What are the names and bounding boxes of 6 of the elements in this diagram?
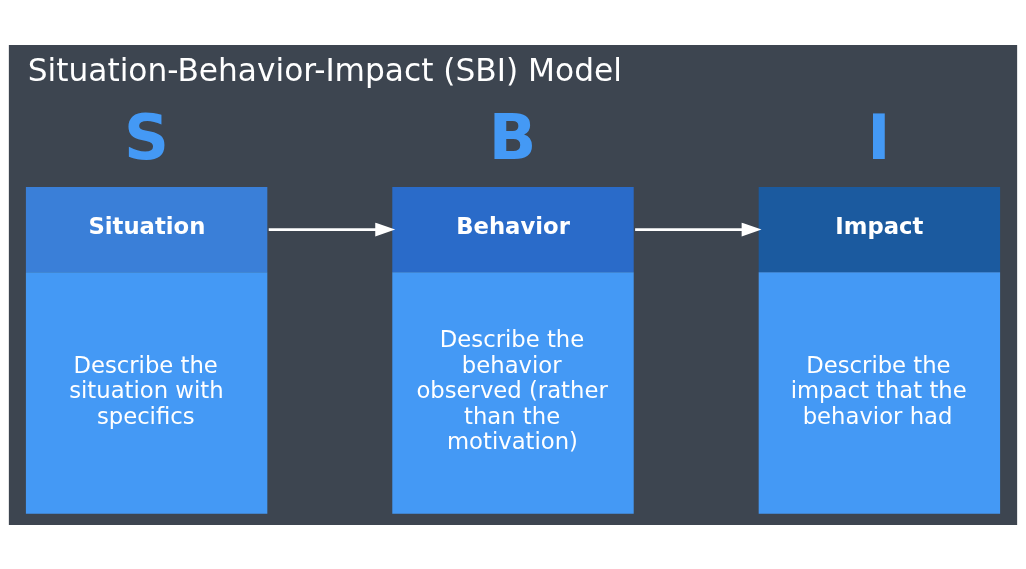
node-label: B — [488, 100, 537, 174]
arrow — [635, 222, 762, 237]
arrow — [268, 222, 396, 237]
node-label: I — [867, 100, 891, 174]
diagram-title: Situation-Behavior-Impact (SBI) Model — [27, 51, 622, 88]
node-label: S — [123, 100, 169, 174]
